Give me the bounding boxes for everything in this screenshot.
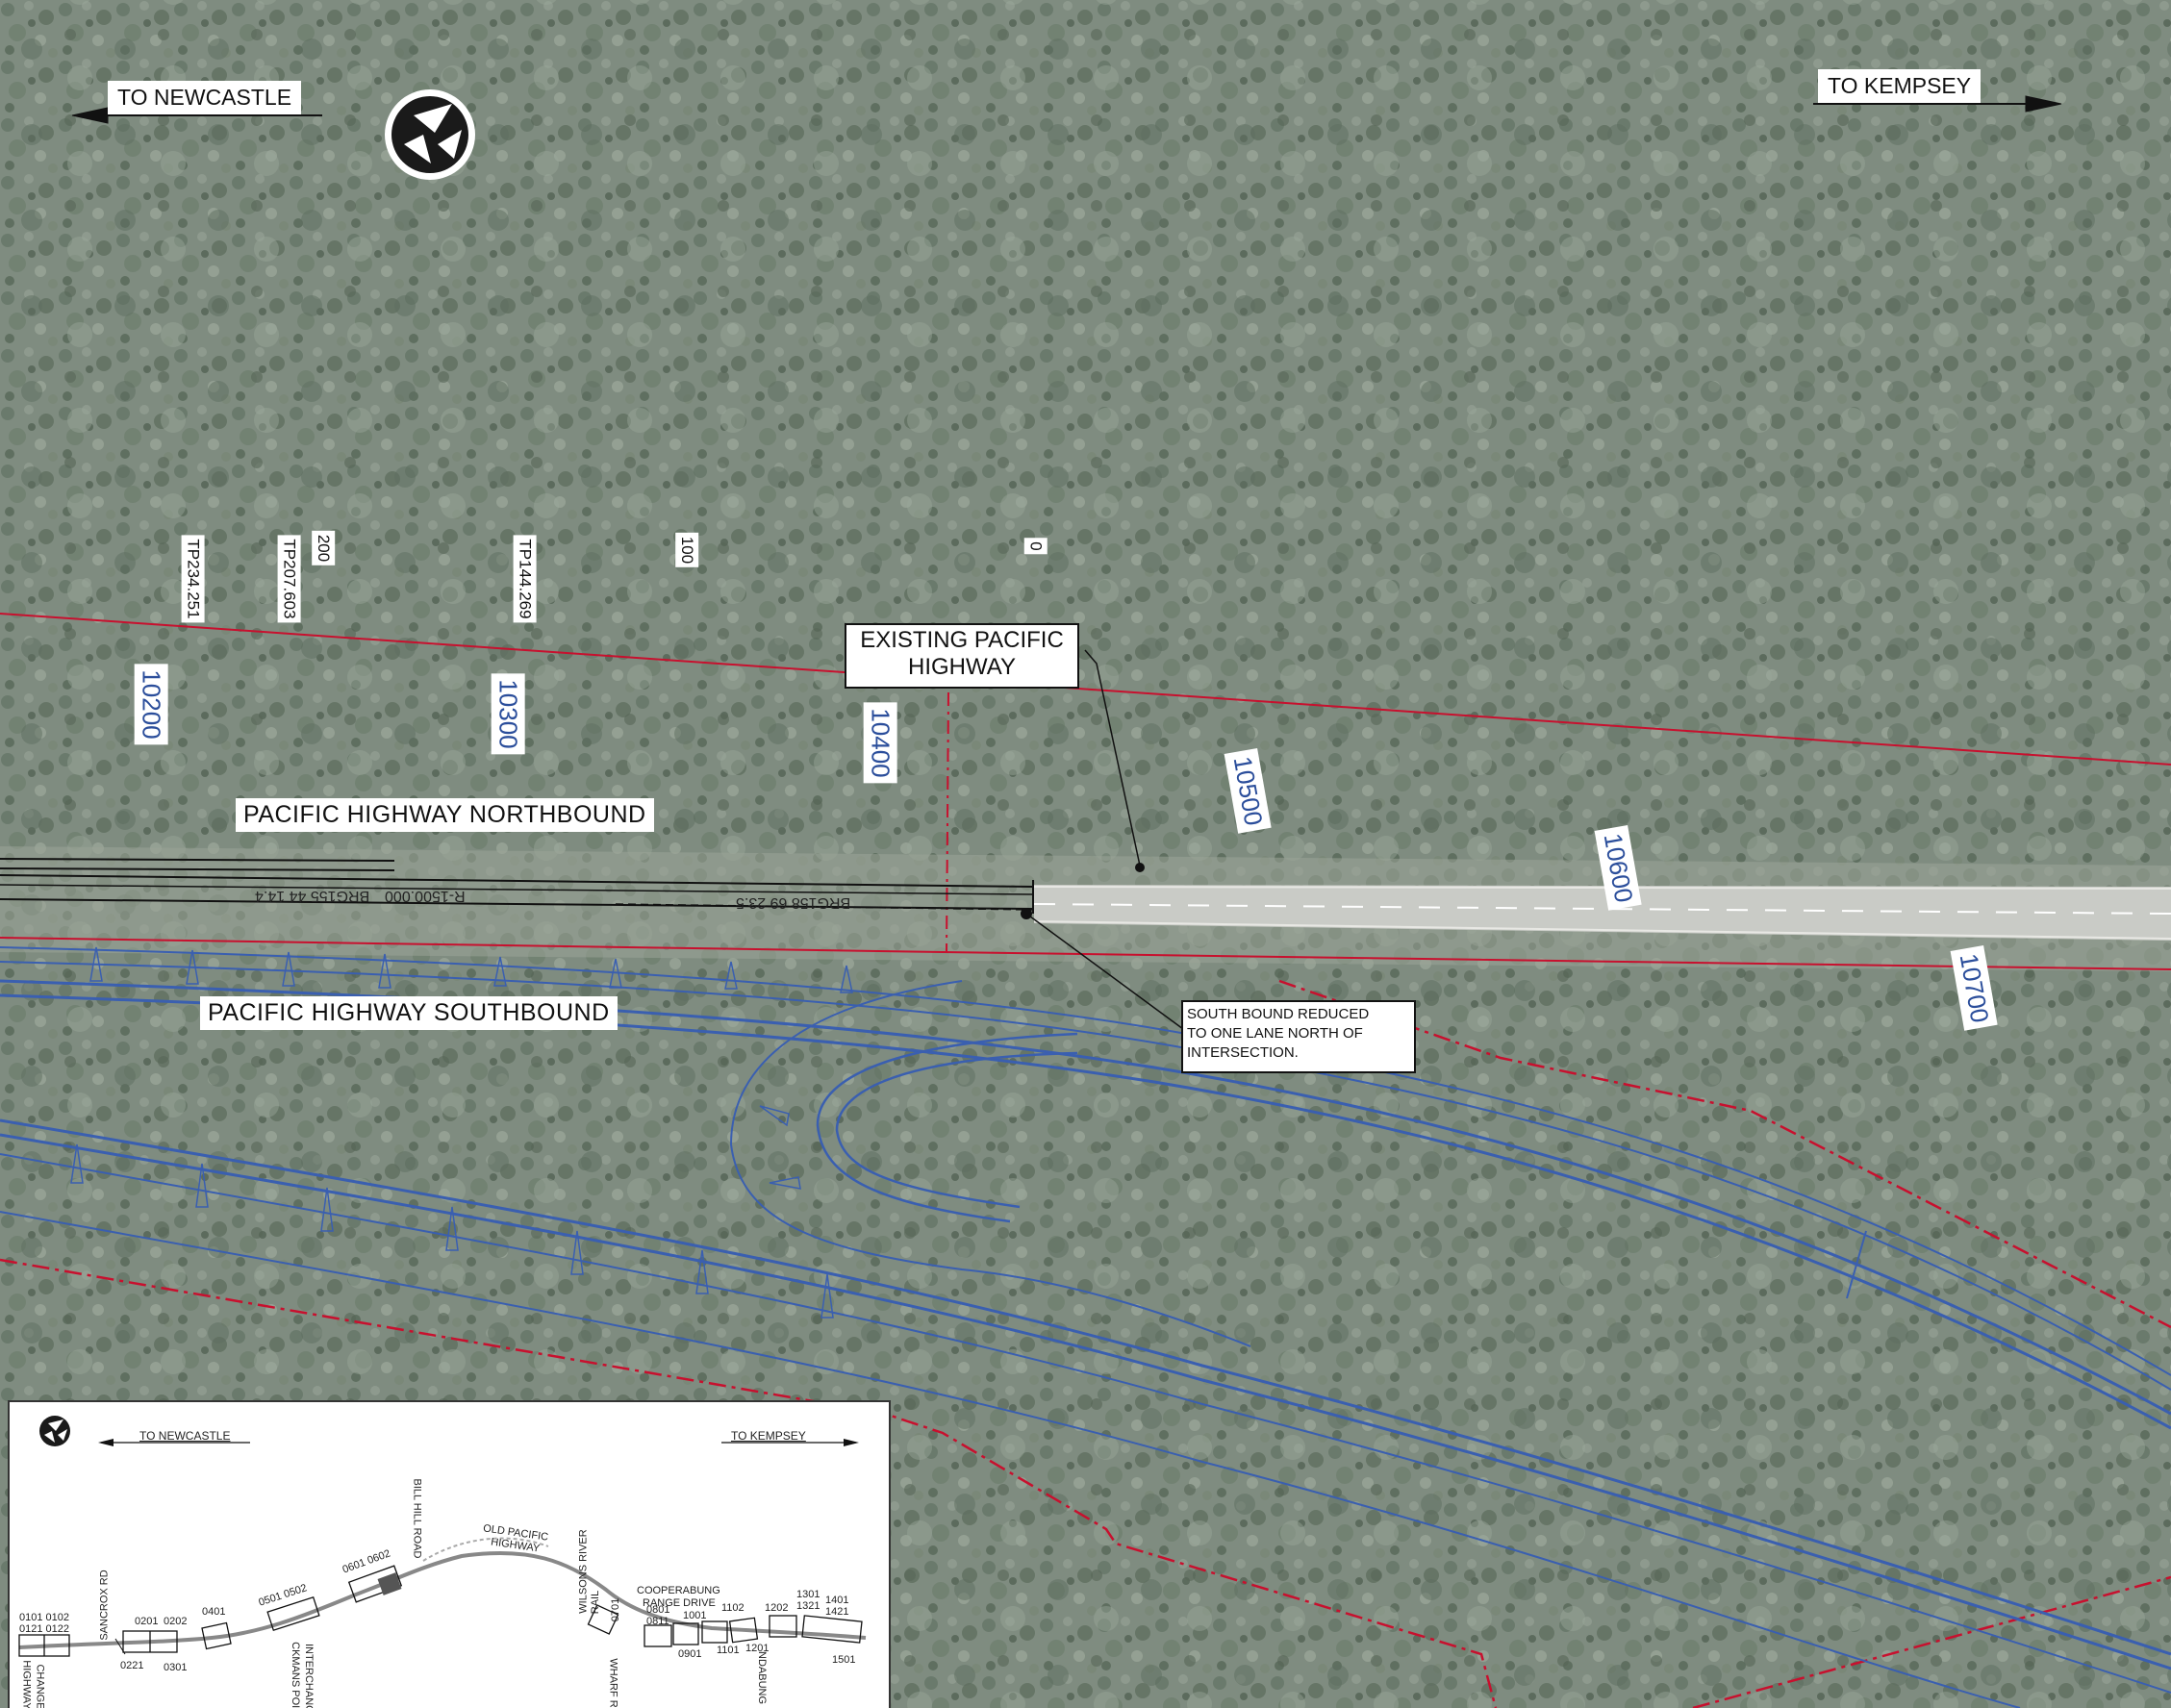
label-wilsons-2: RAIL <box>590 1590 602 1615</box>
arrow-to-newcastle <box>71 107 322 124</box>
southbound-callout-line2: TO ONE LANE NORTH OF <box>1187 1025 1363 1042</box>
key-plan-drawing <box>18 1416 867 1657</box>
boundary-line-highway <box>0 937 2171 970</box>
marker-0: 0 <box>1023 538 1048 555</box>
southbound-callout-line1: SOUTH BOUND REDUCED <box>1187 1006 1370 1022</box>
sheet-label: 1321 <box>796 1600 820 1612</box>
label-cooperabung-1: COOPERABUNG <box>637 1585 720 1596</box>
chainage-10400: 10400 <box>863 702 897 784</box>
key-plan-to-kempsey: TO KEMPSEY <box>731 1429 806 1443</box>
label-sancrox-rd: SANCROX RD <box>98 1570 111 1641</box>
sheet-label: 1001 <box>683 1610 707 1621</box>
sheet-label: 1201 <box>745 1643 770 1654</box>
sheet-label: 1301 <box>796 1589 820 1600</box>
sheet-label: 0811 <box>646 1616 669 1627</box>
bearing-label-2: BRG158 69 23.5 <box>736 894 851 911</box>
existing-highway-callout: EXISTING PACIFIC HIGHWAY <box>845 623 1079 689</box>
to-kempsey-label: TO KEMPSEY <box>1818 69 1982 103</box>
sheet-label: 0701 <box>610 1597 622 1622</box>
label-highway-change-1: HIGHWAY <box>20 1660 33 1708</box>
sheet-label: 0121 0122 <box>19 1623 69 1635</box>
label-bill-hill-road: BILL HILL ROAD <box>411 1478 423 1559</box>
existing-callout-line1: EXISTING PACIFIC <box>860 627 1064 653</box>
marker-100: 100 <box>675 532 699 568</box>
sheet-label: 0101 0102 <box>19 1612 69 1623</box>
sheet-label: 1101 <box>717 1645 740 1656</box>
chainage-10200: 10200 <box>134 664 168 745</box>
label-cooperabung-2: RANGE DRIVE <box>643 1597 716 1609</box>
chainage-10300: 10300 <box>491 673 525 755</box>
sheet-label: 1401 <box>825 1595 849 1606</box>
southbound-road-label: PACIFIC HIGHWAY SOUTHBOUND <box>200 996 618 1030</box>
arrow-to-kempsey <box>1813 95 2062 113</box>
northbound-road-label: PACIFIC HIGHWAY NORTHBOUND <box>236 798 654 832</box>
label-ckmans-2: INTERCHANGE <box>303 1643 316 1708</box>
sheet-label: 0801 <box>646 1604 670 1616</box>
sheet-label: 1102 <box>721 1602 745 1614</box>
sheet-label: 1202 <box>765 1602 789 1614</box>
sheet-label: 1421 <box>825 1606 849 1618</box>
label-wharf-rd: WHARF RD <box>607 1658 619 1708</box>
radius-label: R-1500.000 <box>385 888 466 904</box>
sheet-label: 1501 <box>832 1654 856 1666</box>
marker-200: 200 <box>312 530 336 566</box>
key-plan-inset: TO NEWCASTLE TO KEMPSEY SANCROX RD BILL … <box>8 1400 891 1708</box>
boundary-line-south <box>1278 979 2171 1329</box>
bearing-label-1: BRG155 44 14.4 <box>255 888 370 904</box>
southbound-design-lines <box>0 946 2171 1708</box>
boundary-line-north <box>0 613 2171 766</box>
northbound-alignment <box>0 858 1035 914</box>
key-plan-north-arrow-icon <box>39 1416 70 1446</box>
sheet-label: 0201 <box>135 1616 159 1627</box>
label-ndabung-rd: NDABUNG RD <box>755 1651 768 1708</box>
tp-label-3: TP144.269 <box>513 535 537 623</box>
sheet-label: 0301 <box>164 1662 188 1673</box>
key-plan-to-newcastle: TO NEWCASTLE <box>139 1429 231 1443</box>
to-newcastle-label: TO NEWCASTLE <box>108 81 302 114</box>
southbound-callout-line3: INTERSECTION. <box>1187 1044 1299 1061</box>
north-arrow-icon <box>385 89 475 180</box>
label-ckmans-1: CKMANS POINT <box>289 1642 301 1708</box>
sheet-label: 0202 <box>164 1616 188 1627</box>
label-wilsons-1: WILSONS RIVER <box>577 1529 590 1614</box>
sheet-label: 0401 <box>202 1606 226 1618</box>
tp-label-1: TP234.251 <box>181 535 205 623</box>
tp-label-2: TP207.603 <box>277 535 301 623</box>
label-highway-change-2: CHANGE <box>34 1664 46 1708</box>
southbound-reduced-callout: SOUTH BOUND REDUCED TO ONE LANE NORTH OF… <box>1181 1000 1416 1073</box>
sheet-label: 0221 <box>120 1660 144 1671</box>
existing-callout-line2: HIGHWAY <box>908 654 1016 680</box>
sheet-label: 0901 <box>678 1648 702 1660</box>
